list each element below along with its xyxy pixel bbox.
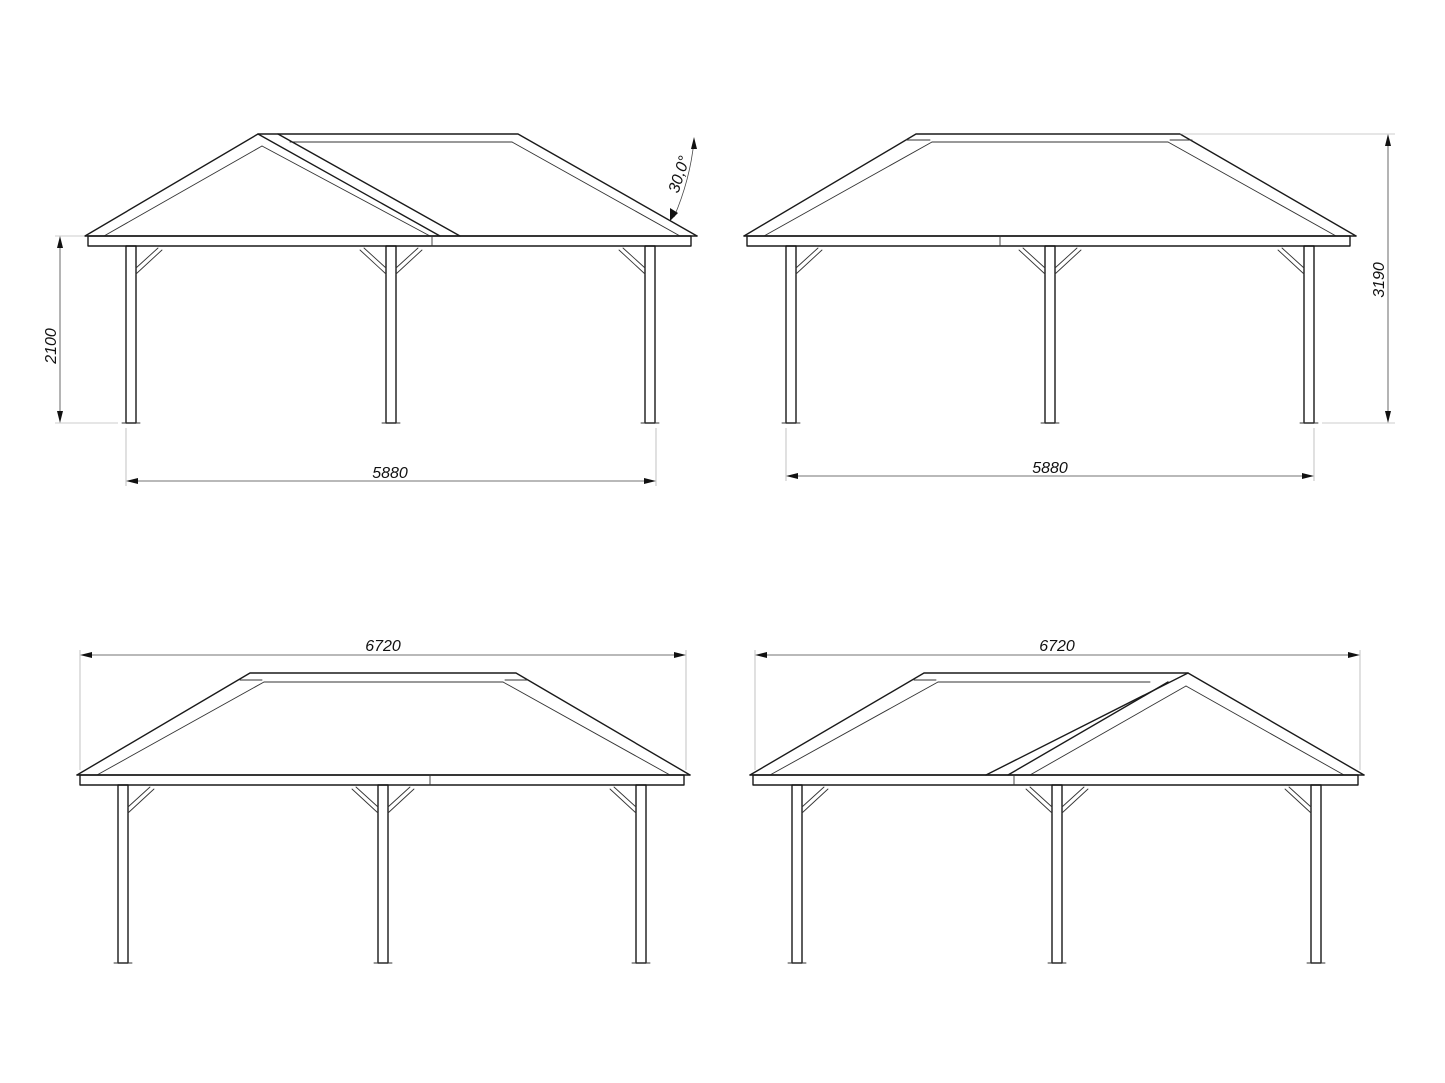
view-front-gable: 2100 5880 30,0°	[43, 133, 698, 486]
dim-roof-pitch: 30,0°	[666, 154, 694, 196]
dim-width-front-left: 5880	[372, 465, 408, 482]
view-side-gable: 6720	[749, 638, 1365, 964]
dim-length-side-left: 6720	[365, 638, 401, 655]
dim-width-front-right: 5880	[1032, 460, 1068, 477]
view-front-hip: 3190 5880	[743, 133, 1395, 481]
dim-post-height: 2100	[43, 328, 60, 365]
view-side-hip: 6720	[76, 638, 691, 964]
dim-length-side-right: 6720	[1039, 638, 1075, 655]
dim-total-height: 3190	[1371, 262, 1388, 298]
